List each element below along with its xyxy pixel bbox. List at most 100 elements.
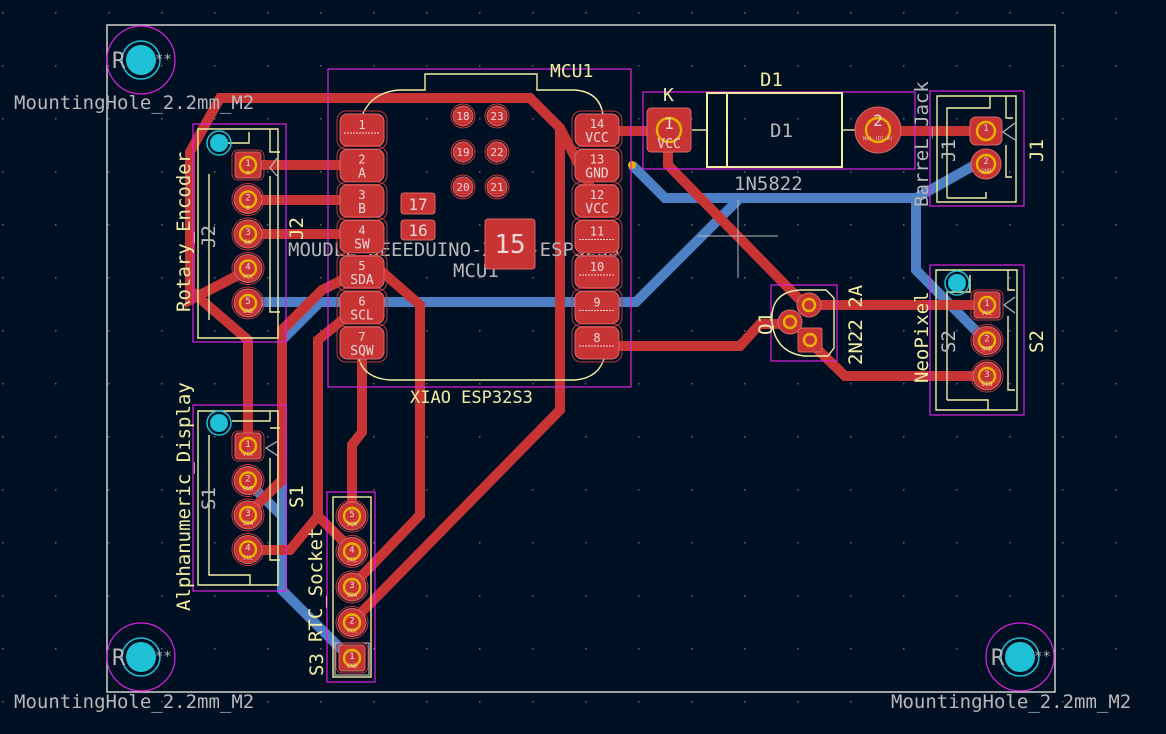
grid-dot (850, 542, 852, 544)
pad-1[interactable]: 1 (969, 116, 1003, 146)
value-label: RTC_Socket (305, 528, 327, 642)
pad-clearance (450, 139, 476, 165)
pin-2[interactable]: 2B (231, 183, 265, 216)
grid-dot (691, 330, 693, 332)
pad-2[interactable]: 2 Net-(D1-A) (854, 106, 902, 154)
grid-dot (903, 330, 905, 332)
grid-dot (903, 542, 905, 544)
pin-number: 1 (245, 159, 250, 169)
footprint-j1[interactable]: 1 2 GND J1 J1 BarreL_Jack (911, 81, 1048, 207)
mcu-pad-19[interactable]: 19 (450, 139, 476, 165)
grid-dot (373, 12, 375, 14)
mounting-hole-bottom-left[interactable]: R ** MountingHole_2.2mm_M2 (14, 622, 254, 713)
grid-dot (903, 701, 905, 703)
grid-dot (585, 595, 587, 597)
pad-name: SQW (350, 344, 374, 359)
pin-1[interactable]: 1A (231, 149, 265, 181)
grid-dot (691, 118, 693, 120)
mcu-pad-3[interactable]: 3B (336, 181, 388, 221)
trace-pin8-q1[interactable] (597, 319, 790, 351)
mounting-hole-bottom-right[interactable]: R ** MountingHole_2.2mm_M2 (891, 622, 1131, 713)
pad-1[interactable]: 1 VCC (646, 107, 692, 153)
pin-3[interactable]: 3SW (231, 217, 265, 251)
mcu-pad-8[interactable]: 8 (571, 323, 623, 363)
smd-pad-15[interactable]: 15 (484, 218, 536, 270)
mcu-pad-11[interactable]: 11 (571, 217, 623, 256)
drill (977, 295, 997, 315)
pad-number: 7 (358, 330, 365, 344)
grid-dot (2, 489, 4, 491)
pad-2[interactable]: 2 GND (970, 148, 1002, 180)
mcu-pad-4[interactable]: 4SW (336, 217, 388, 256)
mounting-hole-top-left[interactable]: R ** MountingHole_2.2mm_M2 (14, 25, 254, 114)
grid-dot (638, 330, 640, 332)
mcu-pad-21[interactable]: 21 (484, 174, 510, 200)
courtyard (326, 491, 376, 683)
grid-dot (585, 65, 587, 67)
grid-dot (1062, 489, 1064, 491)
footprint-mcu1[interactable]: MCU1 XIAO ESP32S3 MOUDLE-SEEEDUINO-XIAO-… (288, 61, 632, 408)
pad-1[interactable] (797, 327, 823, 353)
grid-dot (55, 330, 57, 332)
footprint-q1[interactable]: Q1 2N22 2A (755, 284, 867, 365)
silk-inner (1005, 145, 1012, 178)
smd-pad-17[interactable]: 17 (400, 192, 436, 215)
grid-dot (267, 436, 269, 438)
mcu-pad-18[interactable]: 18 (450, 103, 476, 129)
trace-sqw-rtc[interactable] (347, 340, 367, 515)
pad-number: 20 (456, 181, 469, 194)
trace-sda-rtc[interactable] (348, 266, 425, 590)
pad-number: 1 (358, 118, 365, 132)
mcu-pad-1[interactable]: 1 (336, 110, 388, 150)
mcu-pad-20[interactable]: 20 (450, 174, 476, 200)
mcu-pad-22[interactable]: 22 (484, 139, 510, 165)
pin-name: A (246, 170, 250, 177)
trace-gnd-neopixel[interactable] (911, 198, 989, 344)
mcu-pad-10[interactable]: 10 (571, 252, 623, 292)
grid-dot (638, 648, 640, 650)
smd-pad-16[interactable]: 16 (400, 219, 436, 241)
silk-inner (1007, 270, 1015, 291)
drill (238, 224, 258, 244)
pin-name: SDA (347, 592, 358, 599)
mcu-pad-2[interactable]: 2A (336, 146, 388, 185)
pad (452, 176, 474, 198)
mcu-pad-23[interactable]: 23 (484, 103, 510, 129)
grid-dot (479, 12, 481, 14)
grid-dot (638, 701, 640, 703)
pad-3[interactable] (796, 292, 822, 318)
trace-scl-rtc[interactable] (313, 300, 366, 554)
grid-dot (1115, 171, 1117, 173)
via[interactable] (628, 161, 636, 169)
trace-vcc-rtc[interactable] (348, 128, 565, 626)
footprint-d1[interactable]: D1 D1 1N5822 K 1 VCC 2 Net-(D1-A) (642, 69, 916, 195)
pad-2[interactable] (777, 309, 803, 335)
trace-q1-din[interactable] (806, 338, 987, 381)
mcu-pad-9[interactable]: 9 (571, 288, 623, 327)
